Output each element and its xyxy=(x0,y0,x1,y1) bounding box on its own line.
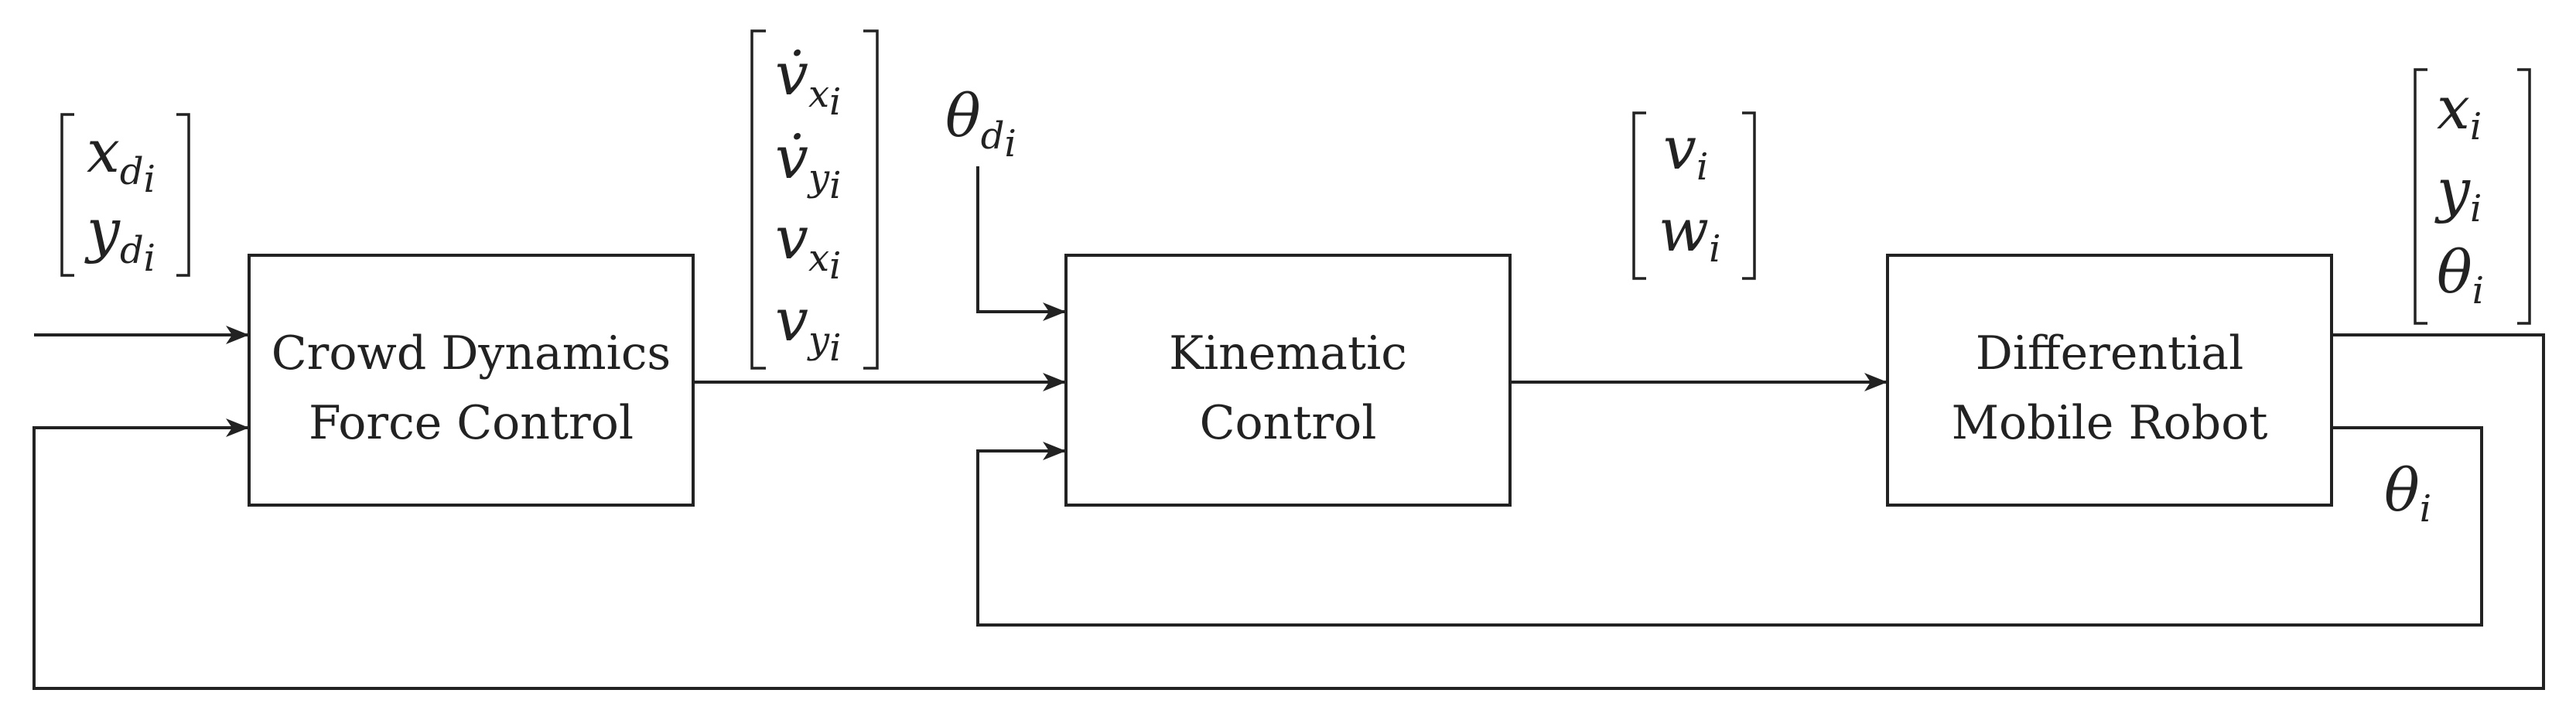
heading-feedback-label: θi xyxy=(2384,456,2431,531)
crowd-dynamics-label-line1: Crowd Dynamics xyxy=(272,326,671,381)
crowd-dynamics-label-line2: Force Control xyxy=(309,396,634,450)
right-bracket xyxy=(1742,111,1756,280)
kinematic-label-line1: Kinematic xyxy=(1169,326,1407,381)
desired-heading-arrow xyxy=(976,166,1066,321)
angular-velocity-symbol: wi xyxy=(1659,196,1720,271)
state-y-symbol: yi xyxy=(2434,155,2482,231)
velocity-dot-y-symbol: v̇yi xyxy=(775,123,841,207)
right-bracket xyxy=(2517,68,2531,325)
right-bracket xyxy=(863,29,879,370)
robot-label-line1: Differential xyxy=(1976,326,2244,381)
robot-label-line2: Mobile Robot xyxy=(1952,396,2268,450)
desired-x-symbol: xdi xyxy=(87,117,155,201)
kinematic-label-line2: Control xyxy=(1200,396,1377,450)
linear-velocity-symbol: vi xyxy=(1663,114,1708,189)
left-bracket xyxy=(60,113,74,277)
crowd-dynamics-block: Crowd Dynamics Force Control xyxy=(248,254,695,507)
heading-feedback-loop xyxy=(976,426,2483,627)
desired-y-symbol: ydi xyxy=(84,196,155,280)
robot-state-vector: xi yi θi xyxy=(2414,68,2531,325)
desired-position-vector: xdi ydi xyxy=(60,113,190,280)
differential-robot-block: Differential Mobile Robot xyxy=(1886,254,2333,507)
state-x-symbol: xi xyxy=(2437,73,2482,149)
right-bracket xyxy=(176,113,190,277)
left-bracket xyxy=(1632,111,1646,280)
desired-heading-label: θdi xyxy=(945,81,1016,166)
left-bracket xyxy=(2414,68,2427,325)
svg-text:θdi: θdi xyxy=(945,81,1016,166)
velocity-vector: v̇xi v̇yi vxi vyi xyxy=(750,29,879,370)
control-input-vector: vi wi xyxy=(1632,111,1756,280)
svg-text:θi: θi xyxy=(2384,456,2431,531)
state-theta-symbol: θi xyxy=(2437,237,2484,312)
state-feedback-loop xyxy=(32,333,2545,690)
velocity-y-symbol: vyi xyxy=(775,285,841,370)
velocity-x-symbol: vxi xyxy=(775,203,841,288)
velocity-dot-x-symbol: v̇xi xyxy=(775,39,841,124)
kinematic-control-block: Kinematic Control xyxy=(1064,254,1512,507)
left-bracket xyxy=(750,29,766,370)
